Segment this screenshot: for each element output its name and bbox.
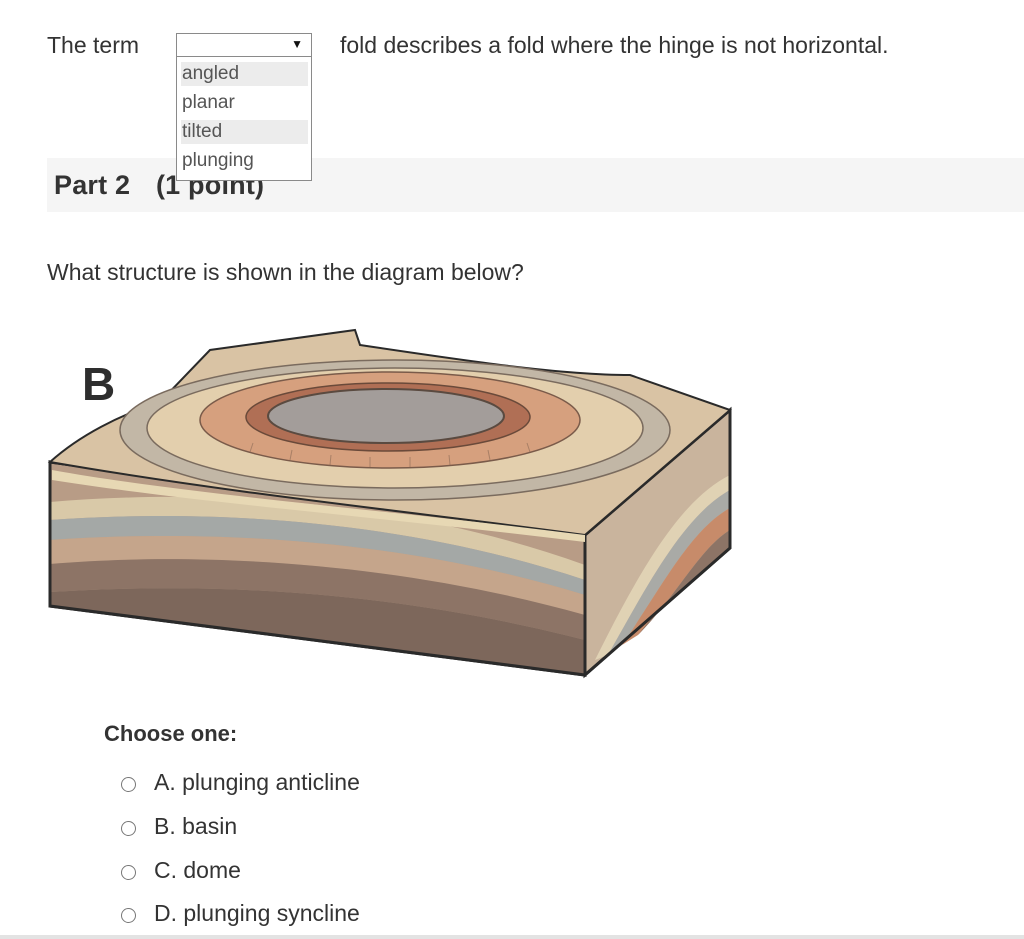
dropdown-option-plunging[interactable]: plunging [182, 150, 254, 171]
chevron-down-icon: ▼ [291, 37, 303, 51]
radio-button[interactable] [121, 777, 136, 792]
divider [0, 935, 1024, 939]
diagram-label: B [82, 358, 115, 410]
choice-label: D. plunging syncline [154, 900, 360, 926]
geologic-block-diagram: B [47, 328, 732, 679]
question-suffix: fold describes a fold where the hinge is… [340, 32, 889, 58]
dropdown-option-planar[interactable]: planar [182, 92, 235, 113]
part-title: Part 2 (1 point) [54, 170, 264, 201]
choose-one-label: Choose one: [104, 721, 238, 746]
dropdown-option-tilted[interactable]: tilted [181, 120, 308, 144]
question-prefix: The term [47, 32, 140, 58]
radio-button[interactable] [121, 908, 136, 923]
choice-label: C. dome [154, 857, 241, 883]
part-number: Part 2 [54, 170, 131, 200]
part2-question: What structure is shown in the diagram b… [47, 259, 524, 285]
term-dropdown[interactable]: ▼ [176, 33, 312, 57]
choice-label: A. plunging anticline [154, 769, 360, 795]
dropdown-option-angled[interactable]: angled [181, 62, 308, 86]
choice-label: B. basin [154, 813, 238, 839]
dropdown-options-list: angled planar tilted plunging [176, 57, 312, 181]
radio-button[interactable] [121, 821, 136, 836]
radio-button[interactable] [121, 865, 136, 880]
